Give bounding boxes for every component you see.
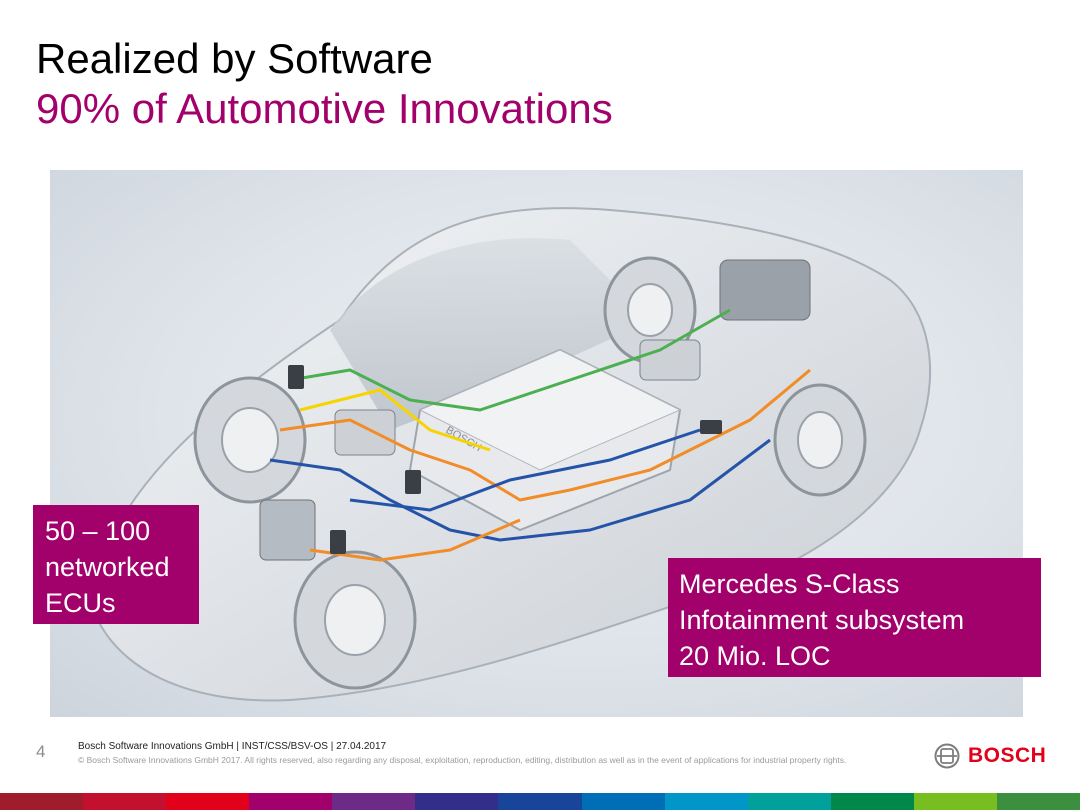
page-number: 4 (36, 742, 46, 761)
stripe-segment (0, 793, 84, 810)
stripe-segment (996, 793, 1080, 810)
ecu-count-callout: 50 – 100 networked ECUs (33, 505, 199, 624)
stripe-segment (498, 793, 582, 810)
stripe-segment (415, 793, 499, 810)
slide-title: Realized by Software (36, 35, 433, 82)
stripe-segment (830, 793, 914, 810)
bosch-armature-icon (934, 743, 960, 769)
stripe-segment (166, 793, 250, 810)
stripe-segment (332, 793, 416, 810)
stripe-segment (747, 793, 831, 810)
logo-text: BOSCH (968, 744, 1047, 767)
callout-line: networked (45, 552, 170, 582)
footer-company-line: Bosch Software Innovations GmbH | INST/C… (78, 741, 387, 752)
stripe-segment (664, 793, 748, 810)
callout-line: 50 – 100 (45, 516, 151, 546)
stripe-segment (581, 793, 665, 810)
brand-color-stripe (0, 793, 1080, 810)
slide-subtitle: 90% of Automotive Innovations (36, 85, 613, 132)
callout-line: Infotainment subsystem (679, 605, 965, 635)
stripe-segment (249, 793, 333, 810)
bosch-logo: BOSCH (934, 743, 1046, 769)
callout-line: 20 Mio. LOC (679, 641, 831, 671)
stripe-segment (913, 793, 997, 810)
callout-line: Mercedes S-Class (679, 569, 900, 599)
stripe-segment (83, 793, 167, 810)
infotainment-callout: Mercedes S-Class Infotainment subsystem … (668, 558, 1041, 677)
callout-line: ECUs (45, 588, 116, 618)
footer-copyright: © Bosch Software Innovations GmbH 2017. … (78, 755, 847, 765)
